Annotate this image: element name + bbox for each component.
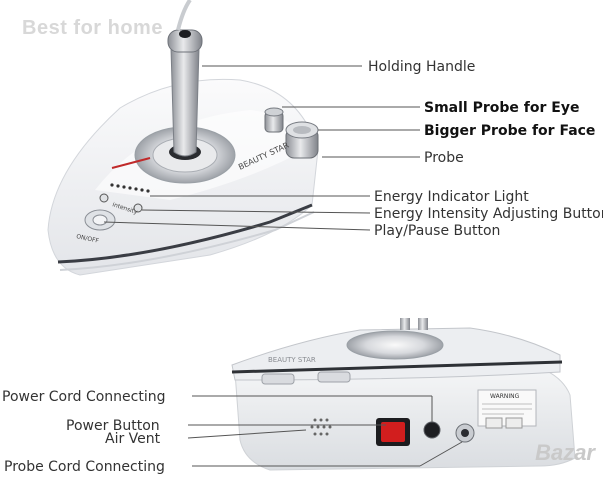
energy-indicator-lights: [110, 183, 150, 193]
holding-handle: [167, 0, 203, 157]
svg-text:BEAUTY STAR: BEAUTY STAR: [268, 356, 316, 364]
label-power-cord: Power Cord Connecting: [2, 389, 166, 405]
label-play-pause: Play/Pause Button: [374, 223, 501, 239]
callout-lines: [103, 65, 463, 467]
bottom-device: BEAUTY STAR WARNING: [231, 318, 576, 471]
bigger-probe-face: [285, 121, 319, 159]
small-probe-eye: [264, 107, 284, 133]
intensity-up-button: [133, 203, 143, 213]
label-energy-adjust: Energy Intensity Adjusting Button: [374, 206, 603, 222]
brand-mark: Bazar: [535, 440, 595, 465]
label-air-vent: Air Vent: [105, 431, 161, 447]
air-vent: [310, 418, 332, 436]
label-energy-indicator: Energy Indicator Light: [374, 189, 529, 205]
power-cord-jack: [423, 421, 441, 439]
label-probe-cord: Probe Cord Connecting: [4, 459, 165, 475]
label-probe: Probe: [424, 150, 464, 166]
label-power-button: Power Button: [66, 418, 160, 434]
intensity-down-button: [99, 193, 109, 203]
onoff-text: ON/OFF: [76, 233, 100, 245]
svg-text:WARNING: WARNING: [490, 393, 520, 400]
label-holding-handle: Holding Handle: [368, 59, 476, 75]
top-device: BEAUTY STAR intensity ON/OFF: [47, 0, 319, 276]
watermark-text: Best for home: [22, 17, 163, 39]
label-bigger-probe: Bigger Probe for Face: [424, 123, 596, 139]
label-small-probe: Small Probe for Eye: [424, 100, 580, 116]
